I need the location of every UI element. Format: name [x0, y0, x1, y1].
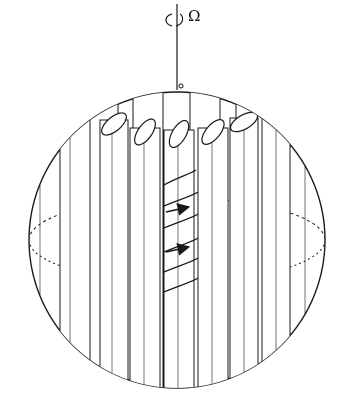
column-front [130, 128, 160, 420]
axis-dot [179, 84, 183, 88]
column-top [234, 81, 269, 107]
column-top [260, 92, 293, 115]
omega-label: Ω [188, 7, 200, 25]
column-top [132, 48, 164, 60]
column-top [86, 81, 121, 107]
columns [40, 48, 305, 420]
rotation-arrow-icon [166, 14, 183, 26]
rotation-axis: Ω [166, 4, 200, 90]
column-front [198, 128, 228, 420]
column-top [58, 92, 93, 116]
column-front [100, 120, 128, 420]
column-front [60, 100, 90, 420]
column-top [189, 48, 221, 60]
